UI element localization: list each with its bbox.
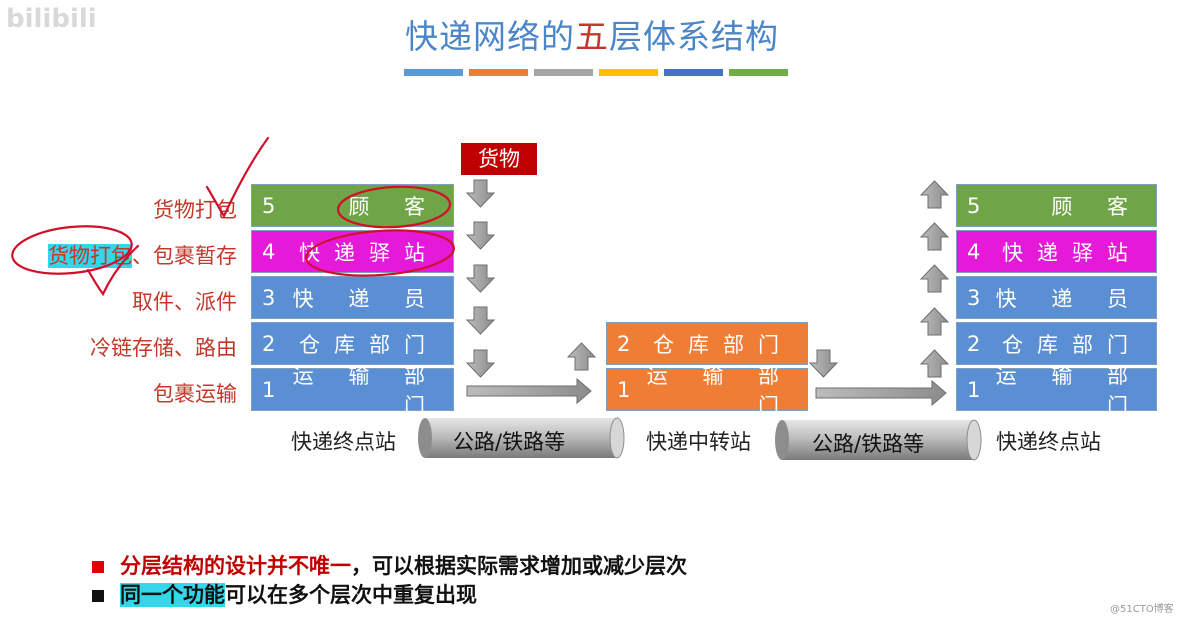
mid-layer-1: 1 运 输 部 门	[606, 364, 808, 418]
road-label-1: 公路/铁路等	[453, 430, 566, 454]
title-part-2: 层体系结构	[609, 17, 779, 56]
layer-number: 5	[967, 193, 981, 218]
check-mark-annotation	[205, 136, 270, 219]
function-label-2: 冷链存储、路由	[90, 336, 237, 360]
bullet-icon	[92, 561, 104, 573]
layer-number: 2	[967, 331, 981, 356]
note-2: 同一个功能可以在多个层次中重复出现	[92, 579, 477, 609]
right-layer-2: 2 仓库部门	[956, 322, 1157, 365]
layer-number: 1	[617, 377, 631, 402]
down-arrow-icon	[465, 349, 496, 378]
left-layer-5: 5 顾 客	[251, 184, 454, 227]
bullet-icon	[92, 590, 104, 602]
layer-name: 运 输 部 门	[292, 363, 439, 418]
up-arrow-icon	[919, 264, 950, 293]
up-arrow-icon	[566, 342, 597, 371]
layer-name: 仓库部门	[1002, 332, 1142, 357]
down-arrow-icon	[808, 349, 839, 378]
down-arrow-icon	[465, 306, 496, 335]
layer-name: 快 递 员	[995, 286, 1142, 311]
layer-name: 仓库部门	[299, 332, 439, 357]
handwriting-annotations	[11, 136, 455, 297]
color-bar-seg	[729, 69, 788, 76]
layer-number: 4	[262, 239, 276, 264]
color-bar-seg	[664, 69, 723, 76]
credit-text: @51CTO博客	[1110, 604, 1174, 615]
note-2-rest: 可以在多个层次中重复出现	[225, 583, 477, 607]
layer-number: 3	[967, 285, 981, 310]
bilibili-watermark: bilibili	[6, 4, 97, 34]
up-arrow-icon	[919, 180, 950, 209]
layer-name: 运 输 部 门	[995, 363, 1142, 418]
up-arrow-icon	[919, 222, 950, 251]
layer-name: 运 输 部 门	[646, 363, 793, 418]
circle-annotation	[11, 225, 133, 275]
right-arrow-icon	[815, 379, 947, 407]
up-arrow-icon	[919, 349, 950, 378]
down-arrow-icon	[465, 179, 496, 208]
left-layer-3: 3 快 递 员	[251, 276, 454, 319]
color-bar-seg	[599, 69, 658, 76]
layer-name: 顾 客	[1051, 194, 1142, 219]
title-accent: 五	[575, 17, 609, 56]
right-arrow-icon	[466, 377, 592, 405]
left-station-label: 快递终点站	[291, 430, 396, 454]
layer-name: 仓库部门	[653, 332, 793, 357]
circle-annotation	[305, 229, 455, 277]
title-color-bar	[404, 69, 788, 77]
right-layer-3: 3 快 递 员	[956, 276, 1157, 319]
up-arrow-icon	[919, 307, 950, 336]
road-pipe-1	[418, 417, 625, 459]
color-bar-seg	[534, 69, 593, 76]
down-arrow-icon	[465, 221, 496, 250]
layer-name: 顾 客	[348, 194, 439, 219]
layer-name: 快递驿站	[1002, 240, 1142, 265]
road-pipe-2	[775, 419, 982, 461]
layer-number: 1	[262, 377, 276, 402]
layer-number: 3	[262, 285, 276, 310]
right-layer-4: 4 快递驿站	[956, 230, 1157, 273]
note-1: 分层结构的设计并不唯一，可以根据实际需求增加或减少层次	[92, 550, 687, 580]
color-bar-seg	[469, 69, 528, 76]
function-label-1: 包裹运输	[153, 382, 237, 406]
function-label-4-rest: 、包裹暂存	[132, 244, 237, 268]
right-station-label: 快递终点站	[996, 430, 1101, 454]
note-2-highlight: 同一个功能	[120, 583, 225, 607]
function-label-4: 货物打包、包裹暂存	[48, 240, 237, 270]
function-label-5: 货物打包	[153, 198, 237, 222]
left-layer-1: 1 运 输 部 门	[251, 364, 454, 418]
layer-number: 2	[262, 331, 276, 356]
function-label-4-highlight: 货物打包	[48, 244, 132, 268]
layer-name: 快 递 员	[292, 286, 439, 311]
function-label-3: 取件、派件	[132, 290, 237, 314]
note-1-highlight: 分层结构的设计并不唯一	[120, 554, 351, 578]
right-layer-5: 5 顾 客	[956, 184, 1157, 227]
layer-number: 2	[617, 331, 631, 356]
mid-station-label: 快递中转站	[646, 430, 751, 454]
check-mark-annotation	[86, 244, 140, 297]
layer-number: 5	[262, 193, 276, 218]
layer-number: 4	[967, 239, 981, 264]
down-arrow-icon	[465, 264, 496, 293]
color-bar-seg	[404, 69, 463, 76]
right-layer-1: 1 运 输 部 门	[956, 364, 1157, 418]
goods-box: 货物	[461, 143, 537, 175]
left-layer-2: 2 仓库部门	[251, 322, 454, 365]
circle-annotation	[336, 185, 452, 229]
mid-layer-2: 2 仓库部门	[606, 322, 808, 365]
note-1-rest: ，可以根据实际需求增加或减少层次	[351, 554, 687, 578]
page-title: 快递网络的五层体系结构	[0, 10, 1184, 58]
layer-number: 1	[967, 377, 981, 402]
title-part-1: 快递网络的	[405, 17, 575, 56]
road-label-2: 公路/铁路等	[812, 432, 925, 456]
